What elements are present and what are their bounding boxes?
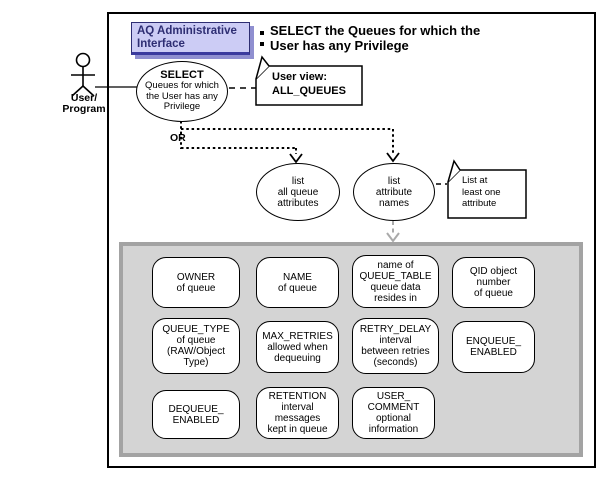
attr-box-user-comment: USER_ COMMENT optional information	[352, 387, 435, 439]
attr-box-retention: RETENTION interval messages kept in queu…	[256, 387, 339, 439]
usecase-select-title: SELECT	[160, 69, 204, 82]
bullet-dot	[260, 42, 264, 46]
names-to-panel-arrow	[386, 221, 400, 243]
attr-box-max-retries: MAX_RETRIES allowed when dequeuing	[256, 321, 339, 373]
or-branch-dotted-lines	[180, 121, 394, 154]
note-user-view: User view: ALL_QUEUES	[272, 71, 346, 97]
actor-label: User/ Program	[62, 92, 106, 115]
usecase-select-body: Queues for which the User has any Privil…	[145, 80, 219, 113]
usecase-list-attribute-names: list attribute names	[353, 163, 435, 221]
actor-icon	[71, 52, 95, 97]
heading-text: SELECT the Queues for which the User has…	[270, 23, 481, 53]
or-branch-arrowheads	[289, 152, 400, 164]
usecase-select-queues: SELECT Queues for which the User has any…	[136, 61, 228, 122]
module-title-box: AQ Administrative Interface	[131, 22, 250, 55]
attr-box-enqueue-enabled: ENQUEUE_ ENABLED	[452, 321, 535, 373]
or-label: OR	[170, 132, 186, 144]
attr-box-queue-table: name of QUEUE_TABLE queue data resides i…	[352, 255, 439, 308]
attr-box-owner: OWNER of queue	[152, 257, 240, 308]
attr-box-name: NAME of queue	[256, 257, 339, 308]
note-minattr-shape	[447, 159, 527, 219]
note-userview-shape	[255, 55, 363, 106]
attr-box-retry-delay: RETRY_DELAY interval between retries (se…	[352, 318, 439, 374]
usecase-list-all-queue-attributes: list all queue attributes	[256, 163, 340, 221]
attr-box-queue-type: QUEUE_TYPE of queue (RAW/Object Type)	[152, 318, 240, 374]
note-min-attribute: List at least one attribute	[462, 175, 501, 209]
attr-box-dequeue-enabled: DEQUEUE_ ENABLED	[152, 390, 240, 439]
attr-box-qid: QID object number of queue	[452, 257, 535, 308]
bullet-dot	[260, 31, 264, 35]
